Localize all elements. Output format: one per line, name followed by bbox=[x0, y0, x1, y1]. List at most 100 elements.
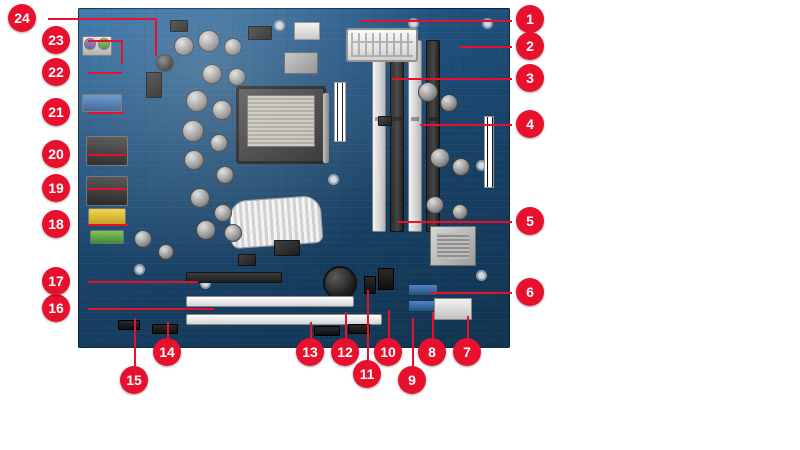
board-barcode-sticker bbox=[334, 82, 346, 142]
front-audio-header bbox=[118, 320, 140, 330]
leader-line-5 bbox=[398, 221, 512, 223]
vga-port bbox=[82, 94, 122, 112]
integrated-circuit bbox=[378, 116, 392, 126]
leader-line-14 bbox=[167, 322, 169, 340]
callout-marker-7[interactable]: 7 bbox=[453, 338, 481, 366]
leader-line-21 bbox=[88, 112, 124, 114]
callout-marker-23[interactable]: 23 bbox=[42, 26, 70, 54]
callout-marker-3[interactable]: 3 bbox=[516, 64, 544, 92]
mounting-hole bbox=[134, 264, 145, 275]
leader-line-16 bbox=[88, 308, 214, 310]
super-io-chip bbox=[274, 240, 300, 256]
leader-line-19 bbox=[88, 188, 126, 190]
case-speaker-header bbox=[348, 324, 370, 334]
cpu-socket bbox=[236, 86, 329, 164]
callout-marker-17[interactable]: 17 bbox=[42, 267, 70, 295]
callout-marker-13[interactable]: 13 bbox=[296, 338, 324, 366]
audio-jack-cluster bbox=[90, 230, 124, 244]
leader-line-15 bbox=[134, 318, 136, 368]
integrated-circuit bbox=[146, 72, 162, 98]
motherboard-photo bbox=[78, 8, 510, 348]
leader-line-12 bbox=[345, 312, 347, 340]
leader-line-13 bbox=[310, 322, 312, 340]
cpu-power-connector bbox=[294, 22, 320, 40]
front-usb-header-1 bbox=[152, 324, 178, 334]
capacitor bbox=[184, 150, 204, 170]
capacitor bbox=[216, 166, 234, 184]
usb-port-stack-upper bbox=[86, 136, 128, 166]
leader-line-20 bbox=[88, 154, 126, 156]
capacitor bbox=[440, 94, 458, 112]
system-fan-header bbox=[378, 268, 394, 290]
leader-line-17 bbox=[88, 281, 198, 283]
photo-highlight bbox=[78, 8, 510, 348]
callout-marker-8[interactable]: 8 bbox=[418, 338, 446, 366]
callout-marker-9[interactable]: 9 bbox=[398, 366, 426, 394]
callout-marker-10[interactable]: 10 bbox=[374, 338, 402, 366]
leader-line-6 bbox=[430, 292, 512, 294]
capacitor bbox=[426, 196, 444, 214]
callout-marker-18[interactable]: 18 bbox=[42, 210, 70, 238]
callout-marker-24[interactable]: 24 bbox=[8, 4, 36, 32]
capacitor bbox=[156, 54, 174, 72]
capacitor bbox=[224, 224, 242, 242]
chassis-fan-header bbox=[364, 276, 376, 294]
integrated-circuit bbox=[170, 20, 188, 32]
leader-line-3 bbox=[392, 78, 512, 80]
capacitor bbox=[158, 244, 174, 260]
leader-line-7 bbox=[467, 316, 469, 340]
capacitor bbox=[212, 100, 232, 120]
callout-marker-11[interactable]: 11 bbox=[353, 360, 381, 388]
capacitor bbox=[174, 36, 194, 56]
callout-marker-16[interactable]: 16 bbox=[42, 294, 70, 322]
leader-line-4 bbox=[420, 124, 512, 126]
callout-marker-12[interactable]: 12 bbox=[331, 338, 359, 366]
front-panel-header bbox=[434, 298, 472, 320]
pcie-x1-slot bbox=[186, 272, 282, 283]
callout-marker-1[interactable]: 1 bbox=[516, 5, 544, 33]
callout-marker-4[interactable]: 4 bbox=[516, 110, 544, 138]
capacitor bbox=[452, 158, 470, 176]
callout-marker-15[interactable]: 15 bbox=[120, 366, 148, 394]
leader-line-23 bbox=[88, 40, 122, 42]
serial-barcode-sticker bbox=[484, 116, 494, 188]
capacitor bbox=[214, 204, 232, 222]
callout-marker-20[interactable]: 20 bbox=[42, 140, 70, 168]
capacitor bbox=[190, 188, 210, 208]
integrated-circuit bbox=[284, 52, 318, 74]
leader-line-24-vertical bbox=[155, 18, 157, 56]
callout-marker-5[interactable]: 5 bbox=[516, 207, 544, 235]
leader-line-11 bbox=[367, 290, 369, 362]
pci-slot bbox=[186, 314, 382, 325]
cpu-socket-lever bbox=[323, 93, 329, 163]
cmos-battery bbox=[323, 266, 357, 300]
mounting-hole bbox=[274, 20, 285, 31]
callout-marker-21[interactable]: 21 bbox=[42, 98, 70, 126]
leader-line-23-vertical bbox=[121, 40, 123, 64]
callout-marker-19[interactable]: 19 bbox=[42, 174, 70, 202]
atx-power-pins bbox=[351, 33, 413, 57]
capacitor bbox=[430, 148, 450, 168]
callout-marker-14[interactable]: 14 bbox=[153, 338, 181, 366]
callout-marker-2[interactable]: 2 bbox=[516, 32, 544, 60]
capacitor bbox=[196, 220, 216, 240]
pcie-x16-slot bbox=[186, 296, 354, 307]
callout-marker-22[interactable]: 22 bbox=[42, 58, 70, 86]
mounting-hole bbox=[476, 270, 487, 281]
leader-line-24 bbox=[48, 18, 156, 20]
leader-line-9 bbox=[412, 318, 414, 368]
integrated-circuit bbox=[238, 254, 256, 266]
cpu-socket-lid bbox=[247, 95, 315, 147]
capacitor bbox=[224, 38, 242, 56]
leader-line-1 bbox=[360, 20, 512, 22]
atx-power-connector bbox=[346, 28, 418, 62]
mounting-hole bbox=[328, 174, 339, 185]
front-usb-header-2 bbox=[314, 326, 340, 336]
callout-marker-6[interactable]: 6 bbox=[516, 278, 544, 306]
leader-line-10 bbox=[388, 310, 390, 340]
capacitor bbox=[452, 204, 468, 220]
capacitor bbox=[202, 64, 222, 84]
southbridge-chip bbox=[430, 226, 476, 266]
capacitor bbox=[228, 68, 246, 86]
